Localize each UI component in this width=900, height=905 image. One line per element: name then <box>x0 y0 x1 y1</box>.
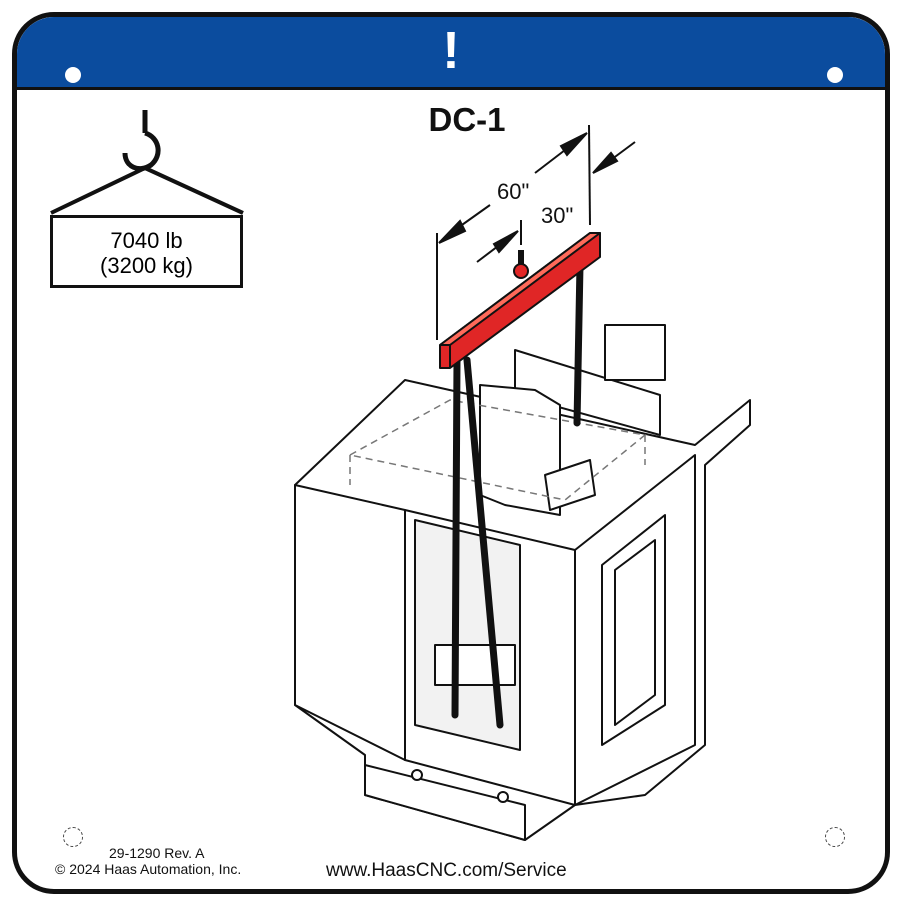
length-dimension: 60" <box>497 179 530 204</box>
weight-kg: (3200 kg) <box>100 253 193 278</box>
crane-hook-icon <box>50 110 244 215</box>
model-title: DC-1 <box>428 101 506 138</box>
machine-lifting-illustration <box>50 110 751 841</box>
mounting-hole <box>827 67 843 83</box>
mounting-hole-outline <box>825 827 845 847</box>
alert-icon: ! <box>442 22 460 80</box>
dimension-lines <box>436 124 636 340</box>
weight-lb: 7040 lb <box>110 228 183 253</box>
weight-box: 7040 lb (3200 kg) <box>50 215 243 288</box>
header-band: ! <box>17 17 885 90</box>
service-url: www.HaasCNC.com/Service <box>326 860 567 881</box>
part-number: 29-1290 Rev. A <box>109 845 205 861</box>
lifting-eye <box>513 250 529 279</box>
width-dimension: 30" <box>541 203 574 228</box>
copyright: © 2024 Haas Automation, Inc. <box>55 861 242 877</box>
spreader-bar <box>439 232 601 369</box>
mounting-hole <box>65 67 81 83</box>
warning-label: ! <box>12 12 890 894</box>
mounting-hole-outline <box>63 827 83 847</box>
